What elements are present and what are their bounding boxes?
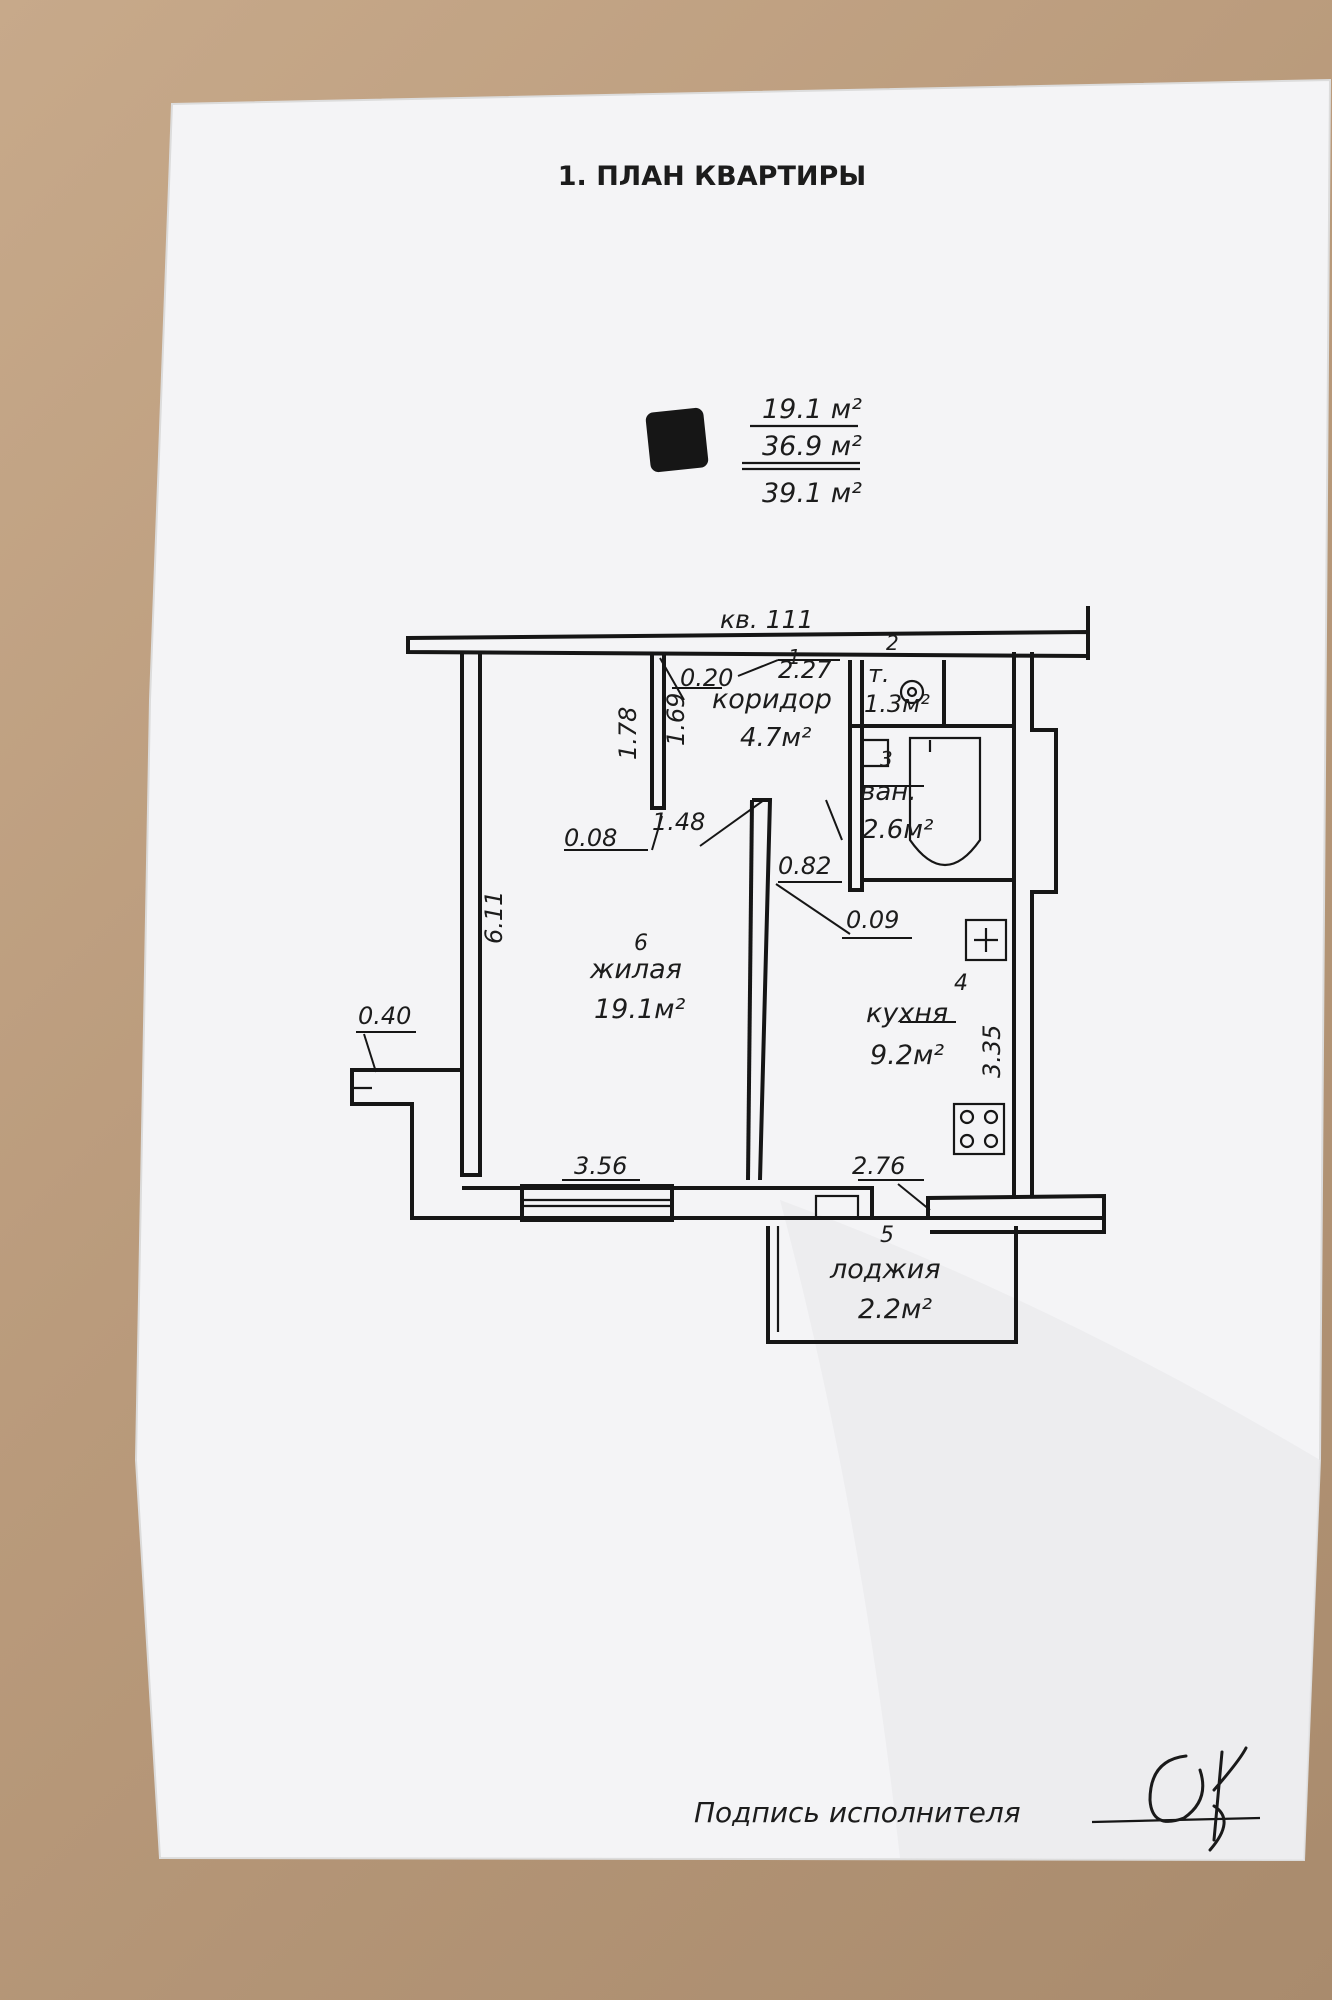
dimension-labels: 0.20 2.27 1.78 1.69 0.08 1.48 6.11 0.40 … (358, 656, 1006, 1180)
room-bathroom: 3 ван. 2.6м² (860, 747, 933, 845)
room-living: 6 жилая 19.1м² (589, 931, 685, 1025)
room-corridor: 1 коридор 4.7м² (712, 645, 832, 753)
dim-label: 0.08 (564, 824, 617, 852)
room-name: лоджия (829, 1254, 941, 1285)
dim-label: 0.09 (846, 906, 899, 934)
sink-icon (862, 738, 890, 768)
room-area: 2.6м² (862, 815, 933, 845)
toilet-icon (899, 679, 925, 705)
room-number: 5 (880, 1223, 894, 1248)
dim-label: 3.35 (978, 1025, 1006, 1078)
room-toilet: 2 т. 1.3м² (864, 631, 930, 718)
room-name: жилая (589, 954, 682, 985)
room-name: кухня (866, 998, 948, 1029)
dim-label: 2.27 (778, 656, 832, 684)
room-number: 4 (954, 971, 968, 996)
room-area: 19.1м² (594, 994, 685, 1025)
dim-label: 3.56 (574, 1152, 627, 1180)
room-area: 9.2м² (870, 1040, 944, 1071)
floor-plan-walls (350, 606, 1106, 1344)
room-loggia: 5 лоджия 2.2м² (829, 1223, 941, 1325)
plumbing-fixtures (814, 679, 1008, 1220)
room-area: 2.2м² (858, 1294, 932, 1325)
dim-label: 1.48 (652, 808, 705, 836)
page-title: 1. ПЛАН КВАРТИРЫ (558, 161, 866, 192)
dim-label: 0.20 (680, 664, 733, 692)
room-number: 1 (788, 645, 801, 669)
handwritten-signature (1148, 1746, 1248, 1852)
apartment-number: кв. 111 (720, 605, 813, 634)
room-area: 4.7м² (740, 723, 811, 753)
room-area: 1.3м² (864, 690, 930, 718)
bathtub-icon (908, 736, 982, 866)
dim-label: 6.11 (480, 891, 508, 944)
room-number: 3 (880, 747, 893, 771)
stove-icon (952, 1102, 1006, 1156)
room-number: 6 (634, 931, 648, 956)
signature-label: Подпись исполнителя (694, 1796, 1021, 1829)
dim-label: 1.78 (614, 707, 642, 760)
room-kitchen: 4 кухня 9.2м² (866, 971, 968, 1071)
dimension-lines (356, 657, 956, 1211)
redacted-mark (645, 407, 709, 473)
dim-label: 1.69 (662, 693, 690, 746)
dim-label: 2.76 (852, 1152, 905, 1180)
total-with-loggia-value: 39.1 м² (762, 478, 862, 509)
room-name: ван. (860, 777, 917, 807)
paper-fold-shadow (780, 1200, 1320, 1860)
kitchen-sink-icon (964, 918, 1008, 962)
room-name: коридор (712, 684, 832, 715)
room-name: т. (868, 660, 890, 688)
room-number: 2 (886, 631, 899, 655)
total-area-value: 36.9 м² (762, 431, 862, 462)
living-area-value: 19.1 м² (762, 394, 862, 425)
dim-label: 0.82 (778, 852, 831, 880)
dim-label: 0.40 (358, 1002, 411, 1030)
